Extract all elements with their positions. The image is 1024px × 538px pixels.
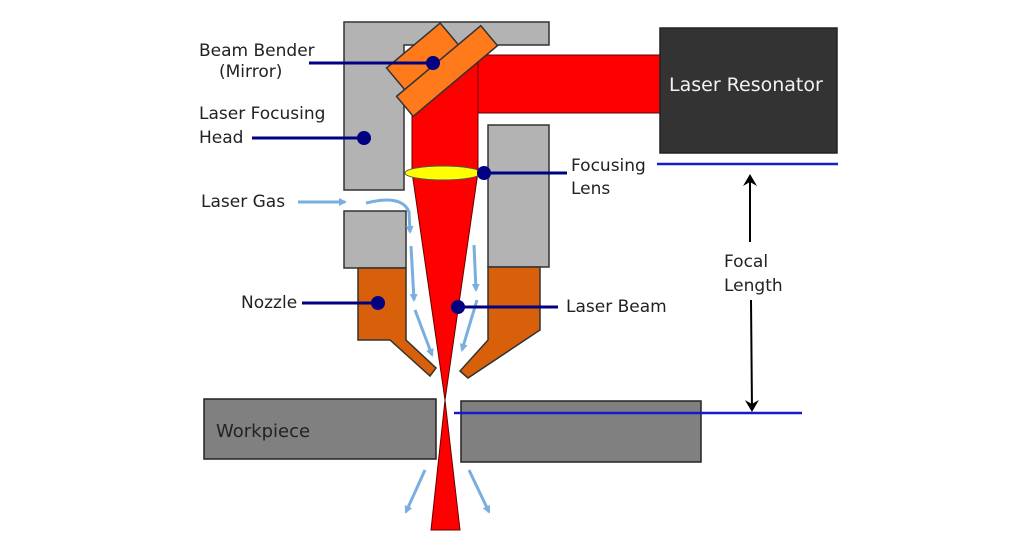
laser-gas-label: Laser Gas — [201, 192, 285, 212]
nozzle-left — [357, 267, 438, 378]
nozzle-right — [458, 266, 541, 379]
left-housing-block — [343, 210, 407, 269]
diverging-laser-beam — [430, 399, 461, 531]
focusing-head-label-2: Head — [199, 128, 243, 148]
laser-resonator — [659, 27, 838, 154]
focal-length-arrow-down — [744, 299, 759, 412]
focusing-lens-label-1: Focusing — [571, 156, 646, 176]
leader-lines — [252, 56, 567, 314]
workpiece-right — [460, 400, 702, 463]
focal-length-label-2: Length — [724, 276, 783, 296]
focusing-head-label-1: Laser Focusing — [199, 104, 325, 124]
nozzle-label: Nozzle — [241, 293, 297, 313]
right-housing-block — [487, 124, 550, 268]
laser-beam-label: Laser Beam — [566, 297, 667, 317]
laser-resonator-label: Laser Resonator — [669, 74, 823, 96]
horizontal-laser-beam — [477, 54, 663, 114]
beam-bender-label-2: (Mirror) — [219, 62, 282, 82]
focusing-lens-label-2: Lens — [571, 179, 610, 199]
workpiece-label: Workpiece — [216, 421, 310, 442]
focal-length-label-1: Focal — [724, 252, 768, 272]
beam-bender-label-1: Beam Bender — [199, 41, 315, 61]
focusing-lens — [404, 165, 482, 181]
workpiece-left — [203, 398, 437, 460]
